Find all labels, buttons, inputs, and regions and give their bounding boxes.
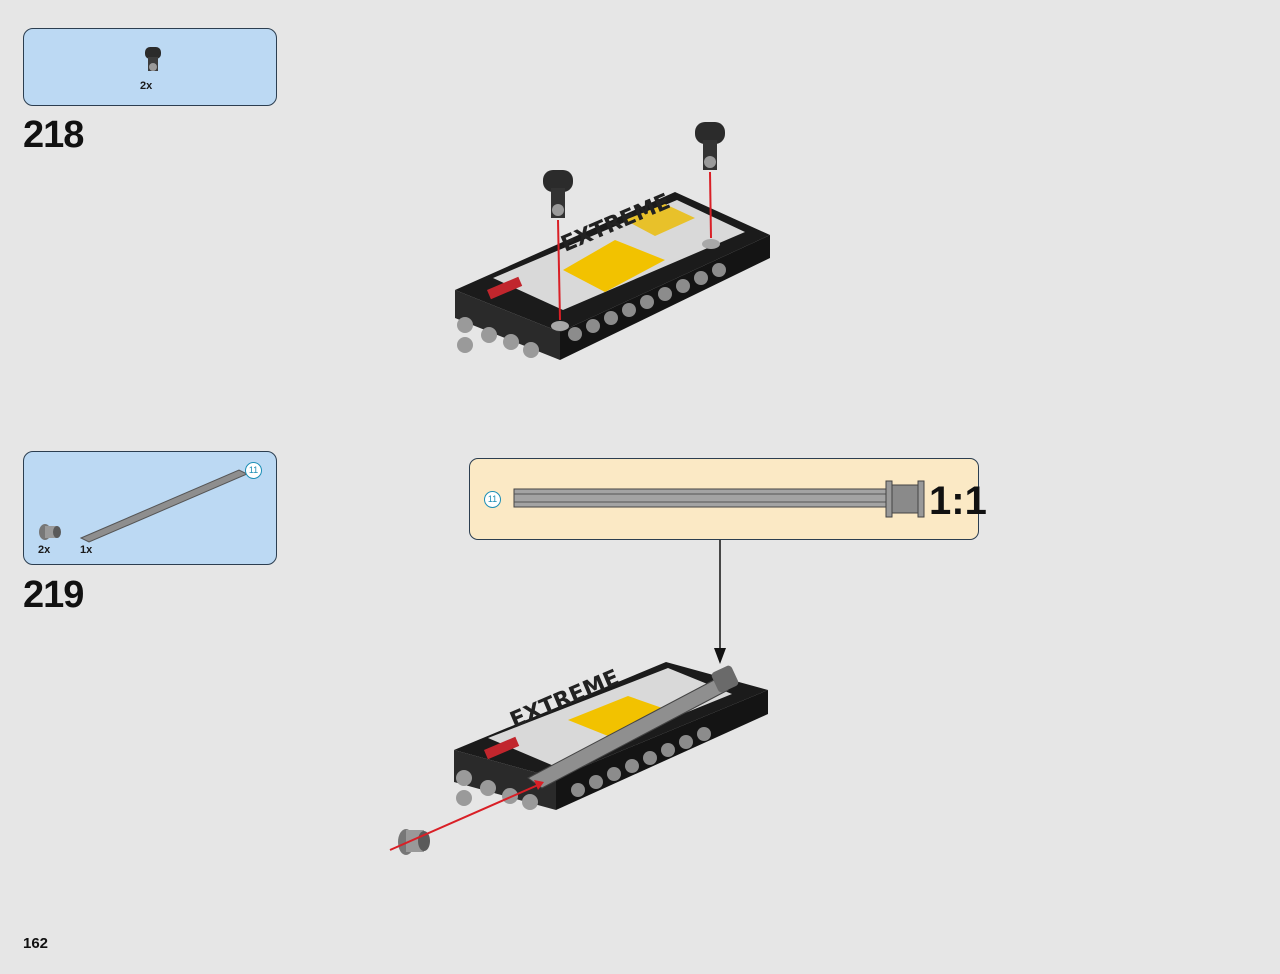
page-number: 162 xyxy=(23,935,49,952)
bush-part-qty: 2x xyxy=(38,544,51,556)
scale-label: 1:1 xyxy=(929,479,987,523)
insert-arrow-right xyxy=(709,171,712,239)
step-218-number: 218 xyxy=(23,114,84,156)
axle-connector-part-icon xyxy=(145,47,161,71)
step-218-part-qty: 2x xyxy=(140,80,153,92)
step-218-assembly: EXTREME xyxy=(455,122,770,360)
insert-arrow-left xyxy=(557,219,561,321)
step-219-assembly: EXTREME xyxy=(389,662,768,855)
callout-pointer-arrow xyxy=(714,540,726,664)
scale-axle-icon xyxy=(513,480,925,518)
step-219-number: 219 xyxy=(23,574,84,616)
step-218-parts-box: 2x xyxy=(23,28,277,106)
insert-arrow-bush xyxy=(389,784,539,851)
axle-connector-left xyxy=(543,170,573,218)
axle-part-qty: 1x xyxy=(80,544,93,556)
long-axle-part-icon xyxy=(79,469,249,543)
scale-axle-length-badge: 11 xyxy=(484,491,501,508)
bush-part-icon xyxy=(39,524,61,540)
axle-length-badge: 11 xyxy=(245,462,262,479)
bush-floating xyxy=(398,829,430,855)
axle-connector-right xyxy=(695,122,725,170)
scale-callout-box: 11 1:1 xyxy=(469,458,987,540)
step-219-parts-box: 11 2x 1x xyxy=(23,451,277,565)
